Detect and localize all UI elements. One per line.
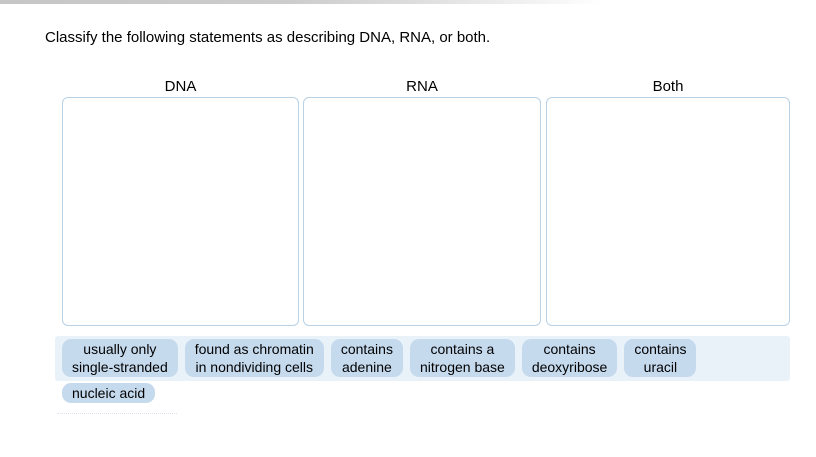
chip-text-line: contains xyxy=(340,341,393,357)
chip-text-line: contains xyxy=(543,341,596,357)
bin-label-dna: DNA xyxy=(164,78,197,95)
chip-found-as-chromatin[interactable]: found as chromatin in nondividing cells xyxy=(184,339,324,377)
chip-text-line: contains xyxy=(634,341,687,357)
chip-text-line: in nondividing cells xyxy=(195,359,314,375)
chip-usually-only-single-stranded[interactable]: usually only single-stranded xyxy=(62,339,178,377)
rna-drop-zone[interactable] xyxy=(303,97,541,326)
chip-text-line: contains a xyxy=(430,341,495,357)
chip-text-line: nitrogen base xyxy=(419,359,505,375)
chip-text-line: uracil xyxy=(643,359,678,375)
word-bank-row: usually only single-stranded found as ch… xyxy=(62,339,697,377)
question-text: Classify the following statements as des… xyxy=(45,29,491,46)
bin-label-rna: RNA xyxy=(406,78,438,95)
dna-drop-zone[interactable] xyxy=(62,97,299,326)
chip-text-line: deoxyribose xyxy=(531,359,608,375)
both-drop-zone[interactable] xyxy=(546,97,790,326)
top-edge-divider xyxy=(0,0,720,4)
chip-contains-deoxyribose[interactable]: contains deoxyribose xyxy=(521,339,618,377)
chip-text-line: usually only xyxy=(83,341,157,357)
chip-contains-adenine[interactable]: contains adenine xyxy=(330,339,403,377)
bin-label-both: Both xyxy=(652,78,684,95)
bank-edge-hint xyxy=(57,413,177,414)
chip-nucleic-acid[interactable]: nucleic acid xyxy=(62,383,156,403)
chip-text-line: single-stranded xyxy=(72,359,168,375)
chip-text-line: nucleic acid xyxy=(72,385,146,401)
chip-text-line: found as chromatin xyxy=(194,341,314,357)
chip-contains-a-nitrogen-base[interactable]: contains a nitrogen base xyxy=(409,339,515,377)
chip-contains-uracil[interactable]: contains uracil xyxy=(624,339,697,377)
chip-text-line: adenine xyxy=(341,359,392,375)
